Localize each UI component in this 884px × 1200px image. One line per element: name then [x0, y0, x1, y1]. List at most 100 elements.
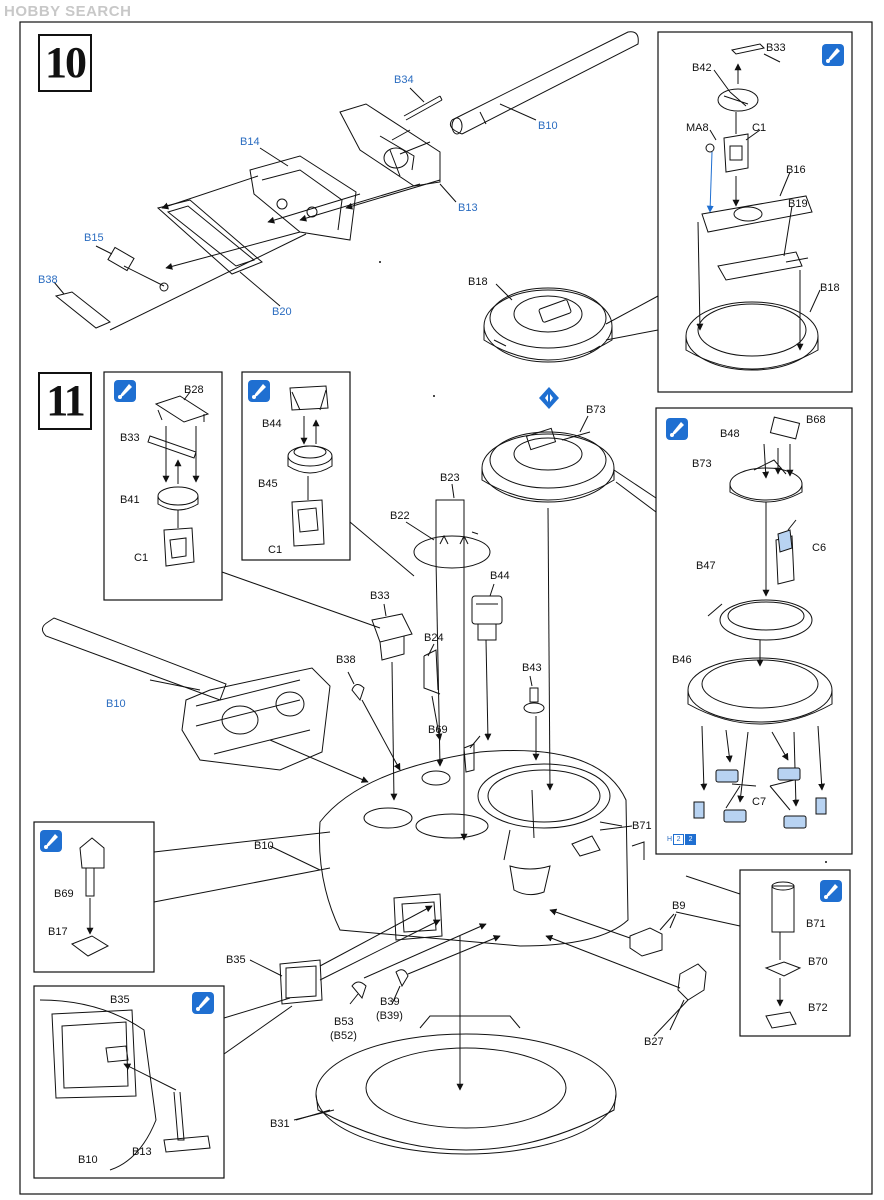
label-c1-b44: C1	[268, 544, 283, 556]
part-b38-turret	[351, 684, 365, 702]
label-b35: B35	[226, 954, 246, 966]
label-b22: B22	[390, 510, 410, 522]
label-b42: B42	[692, 62, 712, 74]
detail-cupola-parts	[685, 43, 821, 371]
pen-marker-icon	[822, 44, 844, 66]
label-b10: B10	[538, 120, 558, 132]
label-b24: B24	[424, 632, 444, 644]
part-b33	[371, 613, 413, 661]
label-ma8: MA8	[686, 122, 709, 134]
label-b41: B41	[120, 494, 140, 506]
part-b34	[403, 95, 443, 121]
label-b15: B15	[84, 232, 104, 244]
step-number-10: 10	[38, 34, 92, 92]
detail-box-b73	[655, 407, 853, 855]
label-b33-turret: B33	[370, 590, 390, 602]
label-b39-alt: (B39)	[376, 1010, 403, 1022]
label-b46: B46	[672, 654, 692, 666]
label-b33-detail: B33	[120, 432, 140, 444]
turret-side-opening	[393, 893, 443, 941]
label-b10-turret: B10	[254, 840, 274, 852]
detail-box-b35	[33, 985, 225, 1179]
label-b28: B28	[184, 384, 204, 396]
step-number-11: 11	[38, 372, 92, 430]
label-c7: C7	[752, 796, 767, 808]
part-b73-cupola	[481, 427, 615, 503]
label-b35-detail: B35	[110, 994, 130, 1006]
label-b33: B33	[766, 42, 786, 54]
label-b16: B16	[786, 164, 806, 176]
label-b31: B31	[270, 1118, 290, 1130]
pen-marker-icon	[192, 992, 214, 1014]
part-b24	[423, 649, 441, 695]
label-b14: B14	[240, 136, 260, 148]
part-b18-cupola	[483, 287, 613, 363]
part-b27	[677, 963, 707, 1001]
detail-box-cupola	[657, 31, 853, 393]
flip-arrows-icon	[538, 386, 560, 410]
label-b19: B19	[788, 198, 808, 210]
label-b27: B27	[644, 1036, 664, 1048]
label-b69-detail: B69	[54, 888, 74, 900]
label-b48: B48	[720, 428, 740, 440]
label-b71: B71	[632, 820, 652, 832]
barrel-b10-step11	[42, 617, 331, 771]
label-c1: C1	[752, 122, 767, 134]
label-b68: B68	[806, 414, 826, 426]
pen-marker-icon	[666, 418, 688, 440]
part-b22-b23	[413, 499, 491, 569]
detail-box-b28	[103, 371, 223, 601]
label-b18-detail: B18	[820, 282, 840, 294]
label-b73: B73	[586, 404, 606, 416]
label-b45: B45	[258, 478, 278, 490]
label-b38-turret: B38	[336, 654, 356, 666]
label-b71-detail: B71	[806, 918, 826, 930]
highlight-parts-c6-c7	[693, 529, 827, 829]
label-b44: B44	[490, 570, 510, 582]
label-b10-barrel: B10	[106, 698, 126, 710]
part-b43	[523, 687, 545, 714]
part-b9	[629, 927, 663, 957]
label-b69: B69	[428, 724, 448, 736]
part-b53	[351, 981, 367, 1000]
detail-box-b69	[33, 821, 155, 973]
part-b15	[107, 246, 169, 292]
part-b39	[395, 969, 409, 988]
label-b72: B72	[808, 1002, 828, 1014]
pen-marker-icon	[114, 380, 136, 402]
part-b31-base	[315, 1015, 617, 1155]
part-b69	[463, 743, 475, 773]
label-b43: B43	[522, 662, 542, 674]
site-logo: HOBBY SEARCH	[4, 3, 132, 20]
label-b13: B13	[458, 202, 478, 214]
label-b34: B34	[394, 74, 414, 86]
detail-box-b44	[241, 371, 351, 561]
label-b53-alt: (B52)	[330, 1030, 357, 1042]
label-b47: B47	[696, 560, 716, 572]
label-b70: B70	[808, 956, 828, 968]
label-b18: B18	[468, 276, 488, 288]
label-c6: C6	[812, 542, 827, 554]
part-b35	[279, 959, 323, 1005]
label-b38: B38	[38, 274, 58, 286]
badge-number-2: 2	[685, 834, 697, 845]
label-b23: B23	[440, 472, 460, 484]
barrel-b10-step10	[449, 31, 639, 135]
detail-box-b71	[739, 869, 851, 1037]
part-b13	[339, 103, 441, 187]
part-b14	[249, 155, 357, 241]
label-b10-detail: B10	[78, 1154, 98, 1166]
label-b9: B9	[672, 900, 686, 912]
part-b44	[471, 595, 503, 641]
badge-prefix: H	[667, 836, 673, 843]
turret-body-b10	[318, 750, 645, 947]
label-c1-detail: C1	[134, 552, 149, 564]
label-b17: B17	[48, 926, 68, 938]
label-b13-detail: B13	[132, 1146, 152, 1158]
label-b53: B53	[334, 1016, 354, 1028]
pen-marker-icon	[40, 830, 62, 852]
pen-marker-icon	[820, 880, 842, 902]
label-b20: B20	[272, 306, 292, 318]
